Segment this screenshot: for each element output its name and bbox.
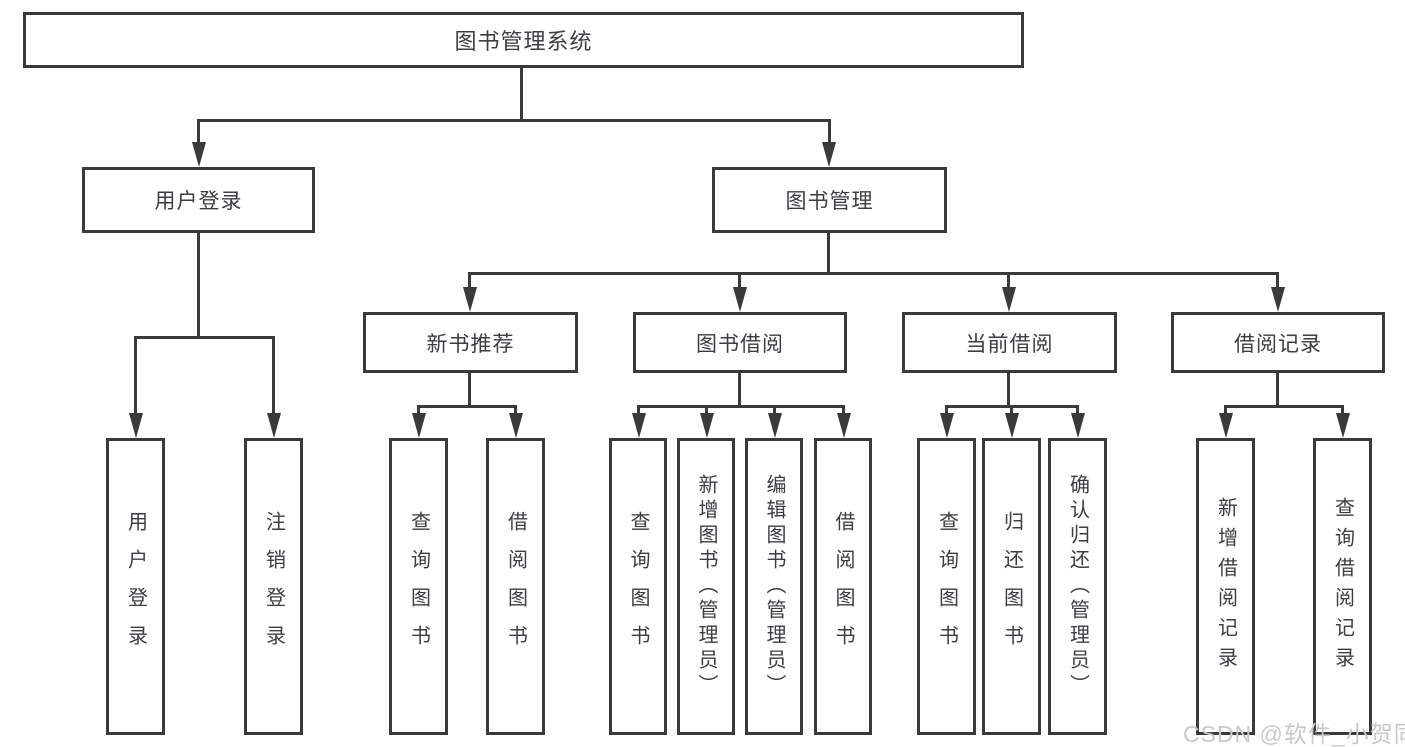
csdn-watermark: CSDN @软件_小贺同学 (1183, 721, 1405, 747)
arrow-to-user-login (192, 142, 206, 167)
leaf-label: 注销登录 (262, 510, 285, 663)
connector-drop-bb-add (705, 405, 708, 417)
connector-br-stem (1276, 373, 1279, 405)
node-new-book-recommend: 新书推荐 (363, 312, 578, 373)
connector-bb-stem (738, 373, 741, 405)
connector-drop-cb-return (1010, 405, 1013, 417)
leaf-label: 归还图书 (1000, 510, 1023, 663)
leaf-label: 用户登录 (124, 510, 147, 663)
leaf-cb-confirm-return-admin: 确认归还（管理员） (1048, 438, 1107, 735)
node-book-borrowing: 图书借阅 (633, 312, 847, 373)
leaf-label: 编辑图书（管理员） (763, 474, 785, 699)
connector-drop-cb-confirm (1076, 405, 1079, 417)
leaf-br-query-record: 查询借阅记录 (1313, 438, 1372, 735)
connector-nbr-rail (417, 405, 517, 408)
arrow-to-cb-return (1005, 413, 1019, 438)
node-label: 用户登录 (154, 190, 243, 213)
connector-drop-new-book-rec (468, 272, 471, 290)
node-borrowing-records: 借阅记录 (1171, 312, 1385, 373)
connector-drop-nbr-borrow (514, 405, 517, 417)
connector-drop-br-add (1224, 405, 1227, 417)
connector-drop-br-query (1341, 405, 1344, 417)
connector-drop-borrow-record (1276, 272, 1279, 290)
connector-drop-book-borrow (738, 272, 741, 290)
arrow-to-cb-confirm (1071, 413, 1085, 438)
node-label: 图书管理 (785, 190, 874, 213)
node-label: 图书借阅 (696, 332, 784, 356)
connector-nbr-stem (468, 373, 471, 405)
leaf-cb-return-books: 归还图书 (982, 438, 1041, 735)
arrow-to-bb-borrow (837, 413, 851, 438)
arrow-to-book-borrow (733, 287, 747, 312)
node-current-borrowing: 当前借阅 (902, 312, 1117, 373)
leaf-nbr-query-books: 查询图书 (389, 438, 448, 735)
connector-drop-logout-leaf (272, 336, 275, 416)
node-label: 图书管理系统 (454, 29, 593, 54)
leaf-label: 新增借阅记录 (1214, 496, 1237, 677)
leaf-bb-borrow-books: 借阅图书 (814, 438, 872, 735)
leaf-cb-query-books: 查询图书 (917, 438, 976, 735)
leaf-bb-add-books-admin: 新增图书（管理员） (677, 438, 735, 735)
connector-drop-bb-query (637, 405, 640, 417)
connector-cb-stem (1007, 373, 1010, 405)
connector-level1-rail (197, 119, 830, 122)
arrow-to-cb-query (940, 413, 954, 438)
arrow-to-login-leaf (129, 413, 143, 438)
node-user-login: 用户登录 (82, 167, 315, 233)
connector-drop-login-leaf (134, 336, 137, 416)
connector-drop-user-login (197, 119, 200, 145)
arrow-to-bb-query (632, 413, 646, 438)
arrow-to-br-add (1219, 413, 1233, 438)
connector-user-login-stem (197, 233, 200, 336)
connector-level2-rail (468, 272, 1279, 275)
leaf-label: 借阅图书 (504, 510, 527, 663)
connector-root-stem (520, 68, 523, 119)
leaf-label: 查询图书 (407, 510, 430, 663)
arrow-to-new-book-rec (463, 287, 477, 312)
connector-drop-bb-edit (773, 405, 776, 417)
node-label: 当前借阅 (965, 332, 1054, 356)
arrow-to-bb-edit (768, 413, 782, 438)
connector-drop-book-mgmt (828, 119, 831, 145)
node-root-book-management-system: 图书管理系统 (23, 12, 1024, 68)
leaf-user-login: 用户登录 (106, 438, 165, 735)
node-label: 新书推荐 (426, 332, 515, 356)
leaf-logout: 注销登录 (244, 438, 303, 735)
connector-br-rail (1224, 405, 1344, 408)
arrow-to-current-borrow (1002, 287, 1016, 312)
arrow-to-br-query (1336, 413, 1350, 438)
leaf-label: 查询图书 (627, 510, 649, 663)
connector-book-mgmt-stem (827, 233, 830, 272)
node-label: 借阅记录 (1234, 332, 1322, 356)
connector-user-login-rail (134, 336, 275, 339)
leaf-label: 确认归还（管理员） (1066, 474, 1089, 699)
leaf-label: 查询图书 (935, 510, 958, 663)
leaf-label: 新增图书（管理员） (695, 474, 717, 699)
connector-drop-nbr-query (417, 405, 420, 417)
arrow-to-nbr-borrow (509, 413, 523, 438)
leaf-label: 借阅图书 (832, 510, 854, 663)
arrow-to-bb-add (700, 413, 714, 438)
leaf-label: 查询借阅记录 (1331, 496, 1354, 677)
connector-bb-rail (637, 405, 845, 408)
leaf-bb-edit-books-admin: 编辑图书（管理员） (745, 438, 803, 735)
leaf-bb-query-books: 查询图书 (609, 438, 667, 735)
arrow-to-book-mgmt (822, 142, 836, 167)
leaf-br-add-record: 新增借阅记录 (1196, 438, 1255, 735)
arrow-to-nbr-query (412, 413, 426, 438)
connector-drop-cb-query (945, 405, 948, 417)
arrow-to-logout-leaf (267, 413, 281, 438)
connector-drop-bb-borrow (842, 405, 845, 417)
arrow-to-borrow-record (1271, 287, 1285, 312)
connector-drop-current-borrow (1007, 272, 1010, 290)
node-book-management: 图书管理 (712, 167, 947, 233)
leaf-nbr-borrow-books: 借阅图书 (486, 438, 545, 735)
